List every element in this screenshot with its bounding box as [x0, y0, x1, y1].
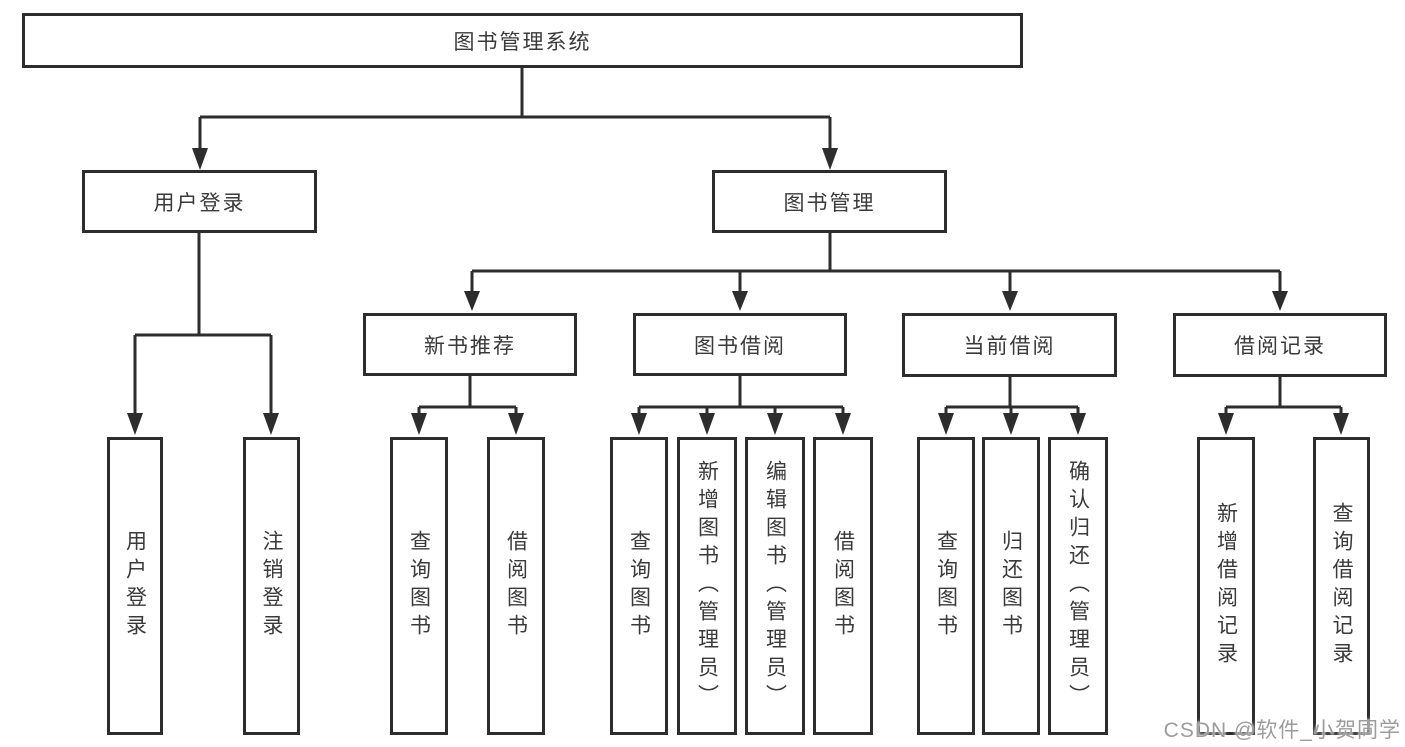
leaf-query-books-1: 查询图书 [390, 437, 448, 735]
connector-book-management-children [470, 233, 1282, 293]
connector-current-borrowing-children [944, 376, 1080, 416]
leaf-confirm-return-admin-label: 确认归还（管理员） [1066, 460, 1090, 712]
node-borrowing-records-label: 借阅记录 [1234, 335, 1326, 358]
leaf-return-books-label: 归还图书 [999, 530, 1023, 642]
leaf-add-borrow-record: 新增借阅记录 [1197, 437, 1255, 735]
leaf-query-books-3: 查询图书 [917, 437, 975, 735]
leaf-logout-login: 注销登录 [243, 437, 300, 735]
leaf-user-login-label: 用户登录 [123, 530, 147, 642]
connector-borrowing-records-children [1224, 376, 1343, 416]
connector-user-login-children [133, 233, 273, 416]
connector-book-borrowing-children [637, 376, 845, 416]
leaf-edit-books-admin: 编辑图书（管理员） [745, 437, 805, 735]
leaf-query-books-2-label: 查询图书 [627, 530, 651, 642]
leaf-add-borrow-record-label: 新增借阅记录 [1214, 502, 1238, 670]
leaf-confirm-return-admin: 确认归还（管理员） [1048, 437, 1108, 735]
node-current-borrowing: 当前借阅 [902, 313, 1117, 377]
node-root-label: 图书管理系统 [453, 30, 592, 54]
node-current-borrowing-label: 当前借阅 [963, 335, 1056, 358]
arrowheads [127, 148, 1349, 435]
node-book-borrowing: 图书借阅 [633, 313, 847, 376]
node-new-book-recommend-label: 新书推荐 [424, 334, 516, 358]
leaf-borrow-books-2-label: 借阅图书 [831, 530, 855, 642]
connector-new-book-recommend-children [417, 376, 518, 416]
node-borrowing-records: 借阅记录 [1173, 313, 1387, 377]
leaf-logout-login-label: 注销登录 [260, 530, 283, 642]
leaf-borrow-books-1: 借阅图书 [487, 437, 545, 735]
leaf-query-books-3-label: 查询图书 [934, 530, 958, 642]
leaf-return-books: 归还图书 [982, 437, 1040, 735]
node-user-login-label: 用户登录 [153, 191, 246, 215]
node-book-management-label: 图书管理 [783, 191, 876, 215]
leaf-borrow-books-1-label: 借阅图书 [504, 530, 528, 642]
connector-root-to-level2 [198, 68, 832, 150]
node-new-book-recommend: 新书推荐 [363, 313, 577, 376]
node-root: 图书管理系统 [22, 13, 1023, 68]
csdn-watermark: CSDN @软件_小贺同学 [1163, 719, 1401, 742]
node-user-login: 用户登录 [82, 170, 317, 233]
leaf-add-books-admin-label: 新增图书（管理员） [695, 460, 719, 712]
leaf-add-books-admin: 新增图书（管理员） [677, 437, 737, 735]
node-book-management: 图书管理 [712, 170, 947, 233]
leaf-query-borrow-record: 查询借阅记录 [1313, 437, 1370, 735]
leaf-query-borrow-record-label: 查询借阅记录 [1330, 502, 1353, 670]
leaf-borrow-books-2: 借阅图书 [813, 437, 873, 735]
leaf-user-login: 用户登录 [107, 437, 163, 735]
leaf-query-books-1-label: 查询图书 [407, 530, 431, 642]
node-book-borrowing-label: 图书借阅 [694, 334, 786, 358]
leaf-edit-books-admin-label: 编辑图书（管理员） [763, 460, 787, 712]
leaf-query-books-2: 查询图书 [610, 437, 668, 735]
